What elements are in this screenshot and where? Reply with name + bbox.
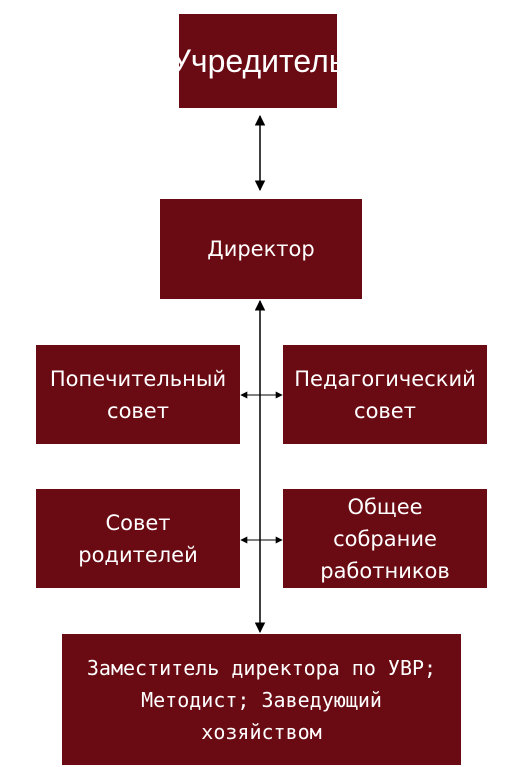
node-parents-council-line1: Совет: [105, 510, 171, 535]
node-general-meeting-line1: Общее: [347, 494, 423, 519]
node-deputies-line3: хозяйством: [201, 719, 322, 744]
node-parents-council: Совет родителей: [36, 489, 240, 588]
node-pedagogical-council-line1: Педагогический: [294, 366, 476, 391]
node-trustee-council-line1: Попечительный: [49, 366, 227, 391]
node-pedagogical-council: Педагогический совет: [283, 345, 487, 444]
node-director: Директор: [160, 199, 362, 299]
node-general-meeting: Общее собрание работников: [283, 489, 487, 588]
node-trustee-council: Попечительный совет: [36, 345, 240, 444]
node-general-meeting-line2: собрание: [333, 526, 437, 551]
node-deputies: Заместитель директора по УВР; Методист; …: [62, 634, 461, 765]
node-trustee-council-line2: совет: [107, 398, 169, 423]
node-deputies-line1: Заместитель директора по УВР;: [86, 655, 437, 680]
node-general-meeting-line3: работников: [320, 558, 450, 583]
node-deputies-line2: Методист; Заведующий: [141, 687, 382, 712]
node-director-label: Директор: [207, 237, 315, 261]
node-parents-council-line2: родителей: [78, 542, 198, 567]
node-founder-label: Учредитель: [170, 43, 346, 79]
node-pedagogical-council-line2: совет: [354, 398, 416, 423]
node-founder: Учредитель: [171, 14, 345, 108]
